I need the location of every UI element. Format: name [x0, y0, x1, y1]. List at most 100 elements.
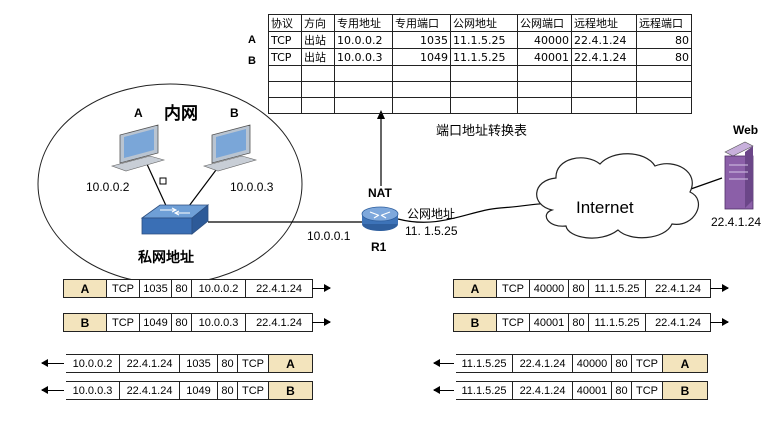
table-cell: 22.4.1.24: [571, 31, 637, 49]
table-cell: 1049: [392, 48, 451, 66]
router-name: R1: [371, 240, 387, 254]
packet-field: TCP: [497, 279, 530, 298]
packet-field: 80: [172, 313, 192, 332]
header-cell: 公网地址: [450, 14, 518, 32]
switch-icon: [140, 204, 210, 235]
packet-field: TCP: [632, 381, 663, 400]
table-cell: 11.1.5.25: [450, 48, 518, 66]
packet-field: 11.1.5.25: [589, 313, 646, 332]
table-cell: 10.0.0.2: [334, 31, 393, 49]
router-inside-ip: 10.0.0.1: [307, 229, 351, 243]
square-marker: [159, 177, 167, 185]
table-cell: 1035: [392, 31, 451, 49]
internet-label: Internet: [576, 198, 634, 217]
packet-field: TCP: [107, 279, 140, 298]
public-addr-label: 公网地址: [407, 207, 456, 221]
packet-left-out-b: B TCP 1049 80 10.0.0.3 22.4.1.24: [63, 313, 331, 332]
packet-field: 10.0.0.3: [66, 381, 120, 400]
packet-field: 22.4.1.24: [513, 354, 573, 373]
packet-field: 80: [218, 381, 238, 400]
packet-field: 80: [569, 279, 589, 298]
table-cell: TCP: [268, 48, 302, 66]
host-a-icon: [110, 124, 166, 172]
table-cell: 80: [636, 48, 692, 66]
header-cell: 协议: [268, 14, 302, 32]
server-ip: 22.4.1.24: [711, 215, 762, 229]
packet-tag: A: [269, 354, 313, 373]
packet-left-in-a: 10.0.0.2 22.4.1.24 1035 80 TCP A: [41, 354, 313, 373]
packet-field: 40000: [530, 279, 569, 298]
host-b-label: B: [230, 106, 239, 120]
packet-left-in-b: 10.0.0.3 22.4.1.24 1049 80 TCP B: [41, 381, 313, 400]
header-cell: 专用地址: [334, 14, 393, 32]
packet-field: 22.4.1.24: [246, 313, 313, 332]
header-cell: 公网端口: [517, 14, 572, 32]
packet-field: 11.1.5.25: [456, 381, 513, 400]
packet-tag: B: [453, 313, 497, 332]
table-cell: 40001: [517, 48, 572, 66]
host-a-label: A: [134, 106, 143, 120]
nat-table: 协议 方向 专用地址 专用端口 公网地址 公网端口 远程地址 远程端口 TCP …: [268, 14, 692, 114]
packet-field: 10.0.0.2: [66, 354, 120, 373]
packet-tag: A: [663, 354, 708, 373]
packet-field: 22.4.1.24: [646, 279, 711, 298]
packet-field: 22.4.1.24: [646, 313, 711, 332]
packet-field: 80: [569, 313, 589, 332]
packet-right-in-b: 11.1.5.25 22.4.1.24 40001 80 TCP B: [433, 381, 708, 400]
header-cell: 专用端口: [392, 14, 451, 32]
table-cell: TCP: [268, 31, 302, 49]
packet-field: 80: [218, 354, 238, 373]
table-cell: 出站: [301, 31, 335, 49]
router-icon: [361, 206, 399, 231]
packet-field: 40001: [530, 313, 569, 332]
direction-arrow: [312, 284, 331, 292]
packet-tag: B: [269, 381, 313, 400]
table-cell: 80: [636, 31, 692, 49]
direction-arrow: [710, 284, 729, 292]
packet-tag: B: [663, 381, 708, 400]
table-cell: 10.0.0.3: [334, 48, 393, 66]
packet-field: 80: [612, 381, 632, 400]
table-cell: 40000: [517, 31, 572, 49]
table-cell: 11.1.5.25: [450, 31, 518, 49]
nat-row-label-b: B: [248, 55, 256, 67]
server-icon: [724, 141, 754, 210]
packet-field: TCP: [238, 381, 269, 400]
packet-field: 80: [612, 354, 632, 373]
packet-tag: B: [63, 313, 107, 332]
packet-field: TCP: [238, 354, 269, 373]
packet-field: 22.4.1.24: [120, 381, 180, 400]
packet-tag: A: [453, 279, 497, 298]
packet-field: 80: [172, 279, 192, 298]
table-row: TCP 出站 10.0.0.3 1049 11.1.5.25 40001 22.…: [268, 48, 692, 66]
direction-arrow: [41, 386, 64, 394]
packet-field: 40001: [573, 381, 612, 400]
header-cell: 远程地址: [571, 14, 637, 32]
packet-field: TCP: [632, 354, 663, 373]
nat-row-label-a: A: [248, 34, 256, 46]
packet-field: 10.0.0.2: [192, 279, 246, 298]
table-cell: 22.4.1.24: [571, 48, 637, 66]
table-row: TCP 出站 10.0.0.2 1035 11.1.5.25 40000 22.…: [268, 31, 692, 49]
direction-arrow: [710, 318, 729, 326]
public-ip: 11. 1.5.25: [405, 224, 458, 238]
packet-field: 1035: [180, 354, 218, 373]
server-label: Web: [733, 123, 759, 137]
nat-label: NAT: [368, 186, 392, 200]
packet-field: 22.4.1.24: [513, 381, 573, 400]
host-b-ip: 10.0.0.3: [230, 180, 274, 194]
packet-field: 1049: [140, 313, 172, 332]
packet-right-out-a: A TCP 40000 80 11.1.5.25 22.4.1.24: [453, 279, 729, 298]
link-a-switch: [145, 161, 169, 211]
packet-tag: A: [63, 279, 107, 298]
packet-field: 22.4.1.24: [120, 354, 180, 373]
packet-field: TCP: [107, 313, 140, 332]
direction-arrow: [312, 318, 331, 326]
packet-right-out-b: B TCP 40001 80 11.1.5.25 22.4.1.24: [453, 313, 729, 332]
host-a-ip: 10.0.0.2: [86, 180, 130, 194]
host-b-icon: [202, 124, 258, 172]
packet-field: 1049: [180, 381, 218, 400]
header-cell: 远程端口: [636, 14, 692, 32]
